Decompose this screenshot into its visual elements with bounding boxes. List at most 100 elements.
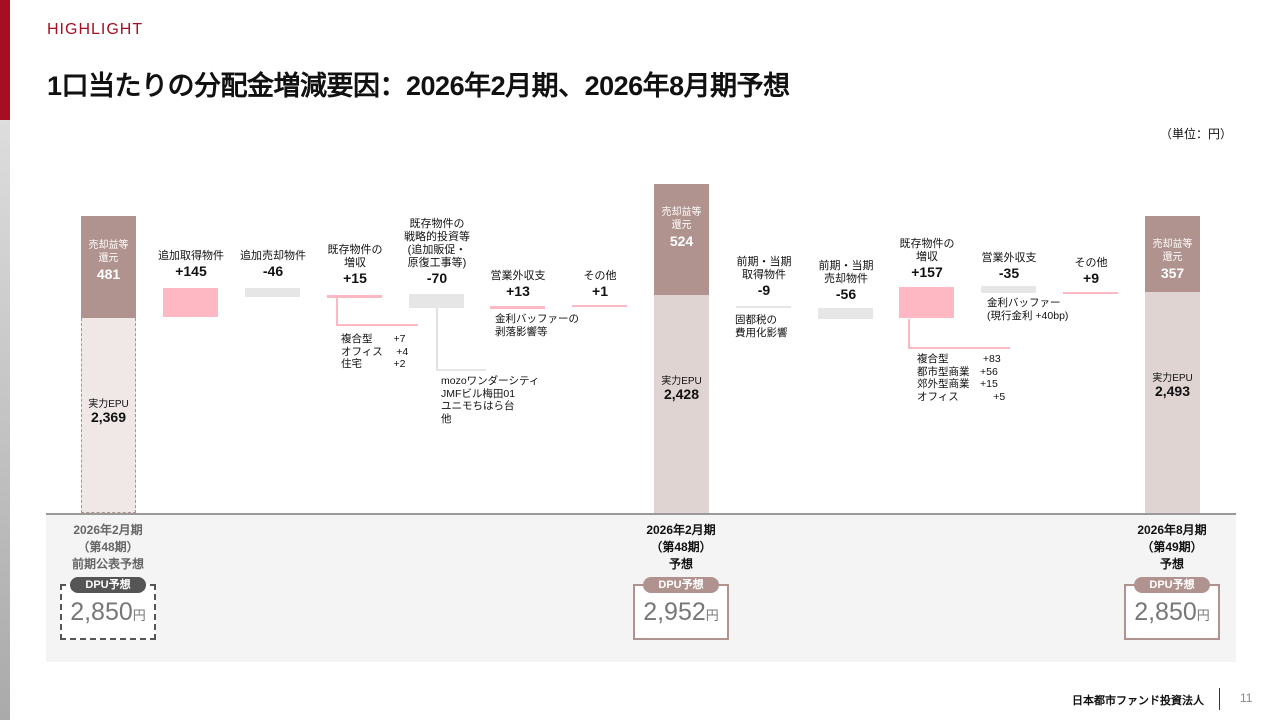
step-label: 追加売却物件-46	[228, 250, 318, 278]
waterfall-step-bar	[981, 286, 1036, 293]
period-label: 2026年2月期（第48期）予想	[621, 522, 741, 573]
period-period: 2026年2月期	[73, 523, 143, 537]
dpu-value: 2,850円	[1126, 598, 1218, 627]
period-period: 2026年2月期	[646, 523, 716, 537]
dpu-number: 2,850	[70, 598, 133, 626]
epu-label: 実力EPU	[661, 376, 702, 387]
sale-gain-label: 売却益等 還元	[661, 207, 702, 231]
step-name: 既存物件の 増収	[899, 238, 955, 263]
epu-value: 2,493	[1154, 383, 1191, 399]
step-value: -35	[998, 265, 1020, 281]
step-name: 既存物件の 戦略的投資等 (追加販促・ 原復工事等)	[404, 218, 470, 269]
yen-unit: 円	[132, 608, 146, 623]
step-value: +15	[343, 270, 367, 286]
sale-gain-value: 524	[669, 233, 694, 249]
period-label: 予想	[1159, 557, 1184, 571]
step-value: -56	[835, 286, 857, 302]
dpu-value: 2,850円	[62, 598, 154, 627]
side-bar	[0, 120, 10, 720]
step-value: +1	[592, 283, 608, 299]
step-name: 前期・当期 取得物件	[736, 256, 792, 281]
sale-gain-value: 481	[96, 266, 121, 282]
dpu-tag: DPU予想	[1134, 577, 1210, 593]
step-label: 既存物件の 増収+157	[882, 238, 972, 279]
connector-line	[336, 324, 418, 326]
period-term: （第49期）	[1141, 540, 1203, 554]
sale-gain-value: 357	[1160, 265, 1185, 281]
waterfall-step-bar	[818, 308, 873, 319]
step-name: 営業外収支	[490, 270, 546, 282]
period-term: （第48期）	[77, 540, 139, 554]
sale-gain-segment: 売却益等 還元 357	[1145, 216, 1200, 292]
waterfall-step-bar	[1063, 292, 1118, 294]
step-label: 既存物件の 増収+15	[310, 244, 400, 285]
step-label: 前期・当期 売却物件-56	[801, 260, 891, 301]
epu-label: 実力EPU	[1152, 373, 1193, 384]
step-note: 金利バッファー (現行金利 +40bp)	[987, 297, 1069, 322]
step-note: 金利バッファーの 剥落影響等	[495, 313, 579, 338]
waterfall-step-bar	[572, 305, 627, 307]
step-note: mozoワンダーシティ JMFビル梅田01 ユニモちはら台 他	[441, 375, 540, 425]
step-value: -9	[757, 282, 771, 298]
connector-line	[908, 319, 910, 348]
period-label: 前期公表予想	[71, 557, 144, 571]
sale-gain-segment: 売却益等 還元 481	[81, 216, 136, 318]
waterfall-step-bar	[327, 295, 382, 298]
waterfall-step-bar	[490, 306, 545, 309]
connector-line	[336, 297, 338, 325]
dpu-tag: DPU予想	[643, 577, 719, 593]
step-value: +157	[911, 264, 943, 280]
period-label: 2026年8月期 （第49期） 予想	[1112, 522, 1232, 573]
waterfall-step-bar	[163, 288, 218, 317]
sale-gain-label: 売却益等 還元	[1152, 239, 1193, 263]
step-label: 営業外収支+13	[473, 270, 563, 298]
waterfall-step-bar	[245, 288, 300, 297]
step-note: 複合型 +83 都市型商業 +56 郊外型商業 +15 オフィス +5	[917, 353, 1006, 403]
step-value: -70	[426, 270, 448, 286]
unit-label: （単位：円）	[1160, 127, 1233, 141]
step-label: 追加取得物件+145	[146, 250, 236, 278]
step-value: +145	[175, 263, 207, 279]
step-label: その他+9	[1046, 257, 1136, 285]
company-name: 日本都市ファンド投資法人	[1072, 695, 1204, 707]
page-title: 1口当たりの分配金増減要因：2026年2月期、2026年8月期予想	[47, 71, 790, 101]
step-name: 前期・当期 売却物件	[818, 260, 874, 285]
period-period: 2026年8月期	[1137, 523, 1207, 537]
step-value: +13	[506, 283, 530, 299]
period-label: 2026年2月期 （第48期） 前期公表予想	[48, 522, 168, 573]
step-label: 既存物件の 戦略的投資等 (追加販促・ 原復工事等)-70	[392, 218, 482, 285]
step-label: その他+1	[555, 270, 645, 298]
step-note: 複合型 +7 オフィス +4 住宅 +2	[341, 333, 409, 370]
step-name: 追加取得物件	[158, 250, 224, 262]
period-term: （第48期）	[650, 540, 712, 554]
step-name: 営業外収支	[981, 252, 1037, 264]
epu-value: 2,369	[90, 409, 127, 425]
waterfall-step-bar	[736, 306, 791, 308]
dpu-forecast-box: DPU予想 2,952円	[633, 577, 729, 640]
step-name: その他	[583, 270, 617, 282]
connector-line	[908, 347, 1010, 349]
sale-gain-label: 売却益等 還元	[88, 240, 129, 264]
yen-unit: 円	[1196, 608, 1210, 623]
dpu-number: 2,850	[1134, 598, 1197, 626]
accent-bar	[0, 0, 10, 120]
waterfall-step-bar	[899, 287, 954, 318]
step-name: 追加売却物件	[240, 250, 306, 262]
epu-value: 2,428	[663, 386, 700, 402]
dpu-forecast-box: DPU予想 2,850円	[1124, 577, 1220, 640]
connector-line	[436, 369, 486, 371]
dpu-value: 2,952円	[635, 598, 727, 627]
yen-unit: 円	[705, 608, 719, 623]
section-label: HIGHLIGHT	[47, 21, 144, 38]
step-value: +9	[1083, 270, 1099, 286]
step-name: 既存物件の 増収	[327, 244, 383, 269]
dpu-number: 2,952	[643, 598, 706, 626]
